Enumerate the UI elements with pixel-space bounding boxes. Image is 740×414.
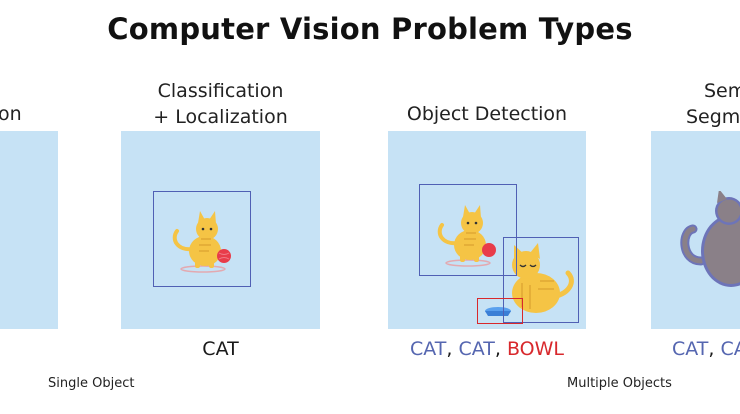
cat-with-yarn-icon	[437, 205, 496, 267]
panel-semantic-segmentation	[651, 131, 740, 329]
single-object-label: Single Object	[48, 376, 135, 391]
panel-3-caption: Sem Segm	[678, 78, 740, 130]
panel-2-label-part-0: CAT	[409, 338, 447, 360]
panel-1-caption-line-0: Classification	[157, 80, 284, 102]
bowl-icon	[485, 307, 511, 316]
panel-classification	[0, 131, 58, 329]
panel-1-caption: Classification + Localization	[121, 78, 320, 130]
panel-2-label: CAT, CAT, BOWL	[388, 338, 586, 360]
cat-with-yarn-icon	[172, 211, 231, 273]
panel-2-label-part-4: BOWL	[506, 338, 565, 360]
panel-2-caption: Object Detection	[388, 101, 586, 127]
cat-bounding-box	[153, 191, 251, 287]
panel-3-caption-line-0: Sem	[704, 80, 740, 102]
panel-0-caption: on	[0, 101, 58, 127]
panel-2-label-part-2: CAT	[458, 338, 495, 360]
panel-0-caption-line-0: on	[0, 103, 22, 125]
panel-1-label: CAT	[121, 338, 320, 360]
multiple-objects-label: Multiple Objects	[567, 376, 672, 391]
panel-2-caption-line-0: Object Detection	[406, 103, 568, 125]
panel-3-label-part-1: ,	[708, 338, 721, 360]
bowl-bounding-box	[477, 298, 523, 324]
panel-2-label-part-1: ,	[446, 338, 459, 360]
cat-bounding-box-2	[503, 237, 579, 323]
panel-object-detection	[388, 131, 586, 329]
segmented-cat-icon	[680, 191, 740, 287]
cat-bounding-box-1	[419, 184, 517, 276]
page-title: Computer Vision Problem Types	[107, 12, 633, 46]
panel-3-label-part-0: CAT	[672, 338, 709, 360]
panel-3-label: CAT, CA	[672, 338, 740, 360]
panel-3-caption-line-1: Segm	[686, 106, 740, 128]
sitting-cat-icon	[512, 243, 574, 313]
panel-1-caption-line-1: + Localization	[153, 106, 288, 128]
panel-localization	[121, 131, 320, 329]
panel-2-label-part-3: ,	[494, 338, 507, 360]
panel-1-label-part-0: CAT	[202, 338, 239, 360]
panel-3-label-part-2: CA	[720, 338, 740, 360]
